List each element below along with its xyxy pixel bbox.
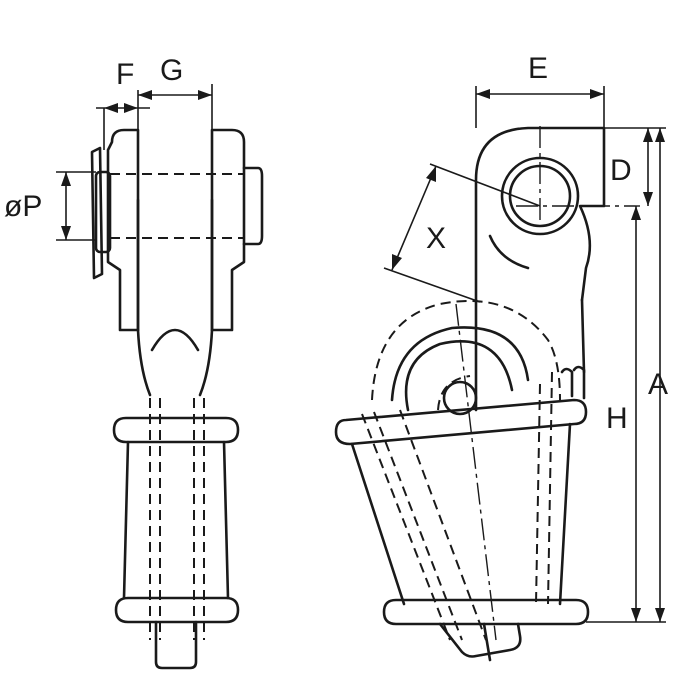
wedge-hidden-3 [399, 409, 487, 641]
front-view [334, 126, 640, 662]
label-E: E [528, 52, 548, 85]
wedge-loop-outer [371, 300, 561, 401]
rope-hidden [437, 375, 471, 411]
label-D: D [610, 154, 632, 187]
dim-X [383, 163, 541, 303]
dim-F-G [96, 84, 213, 150]
clevis-throat [136, 328, 214, 397]
socket-collar-top [112, 416, 240, 444]
dim-D [604, 127, 666, 206]
wedge-hidden-4 [535, 383, 541, 605]
clevis-gap [136, 198, 214, 332]
label-G: G [160, 54, 183, 87]
pin-end-right [242, 166, 264, 246]
pin-head [94, 170, 112, 254]
label-P: øP [4, 190, 42, 223]
label-H: H [606, 402, 628, 435]
front-wedge-tail [438, 622, 522, 658]
front-body-left [350, 442, 406, 606]
eye-lower-curve [488, 234, 530, 270]
wedge-hidden-5 [547, 371, 553, 605]
wedge-loop-inner [390, 326, 530, 402]
clevis-left-ear [106, 128, 140, 332]
dim-A [655, 128, 665, 622]
wedge-hidden-1 [361, 413, 451, 641]
wedge-tail [154, 620, 198, 670]
cotter-pin [90, 146, 104, 280]
side-view [90, 128, 264, 670]
rope-hole [442, 380, 478, 416]
clevis-right-ear [210, 128, 246, 332]
lug-mark-2 [572, 365, 586, 400]
label-F: F [116, 58, 134, 91]
wedge-hidden-2 [373, 411, 463, 641]
body-right-side [580, 298, 586, 374]
socket-collar-bottom [114, 596, 240, 624]
dim-H [586, 206, 666, 623]
lug-mark-1 [560, 367, 574, 398]
socket-body [122, 440, 230, 600]
pin-bore-outer [500, 156, 580, 236]
label-X: X [426, 222, 446, 255]
wedge-centerline [455, 303, 497, 641]
dim-E [475, 86, 605, 128]
front-rope-end [482, 622, 492, 662]
front-body-right [558, 422, 572, 606]
dim-P [56, 171, 96, 241]
label-A: A [648, 368, 668, 401]
front-collar-bottom [382, 598, 590, 626]
wedge-loop-rope [404, 340, 514, 412]
front-collar-top [334, 398, 588, 446]
